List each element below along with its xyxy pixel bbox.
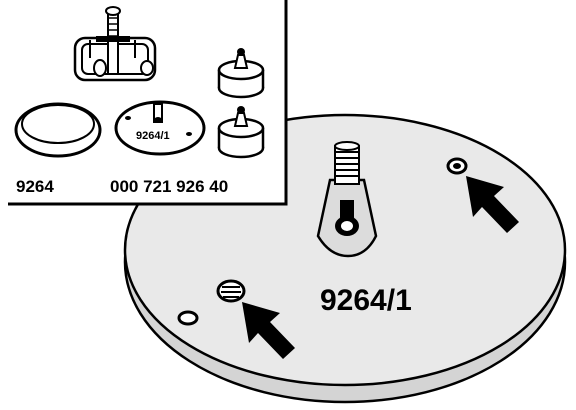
keyhole-inner — [341, 221, 353, 231]
inset-border — [8, 0, 288, 206]
screw-hole-icon — [216, 279, 246, 303]
inset-label-right: 000 721 926 40 — [110, 177, 228, 196]
main-plate-label: 9264/1 — [320, 284, 412, 317]
arrow-icon — [242, 302, 295, 359]
keyhole-slot — [340, 200, 354, 226]
arrow-icon — [466, 176, 519, 233]
center-post — [316, 141, 378, 258]
adapter-icon — [217, 48, 265, 99]
inset-panel: 9264/1 9264 000 721 926 40 — [8, 0, 288, 206]
small-plate-label: 9264/1 — [136, 130, 170, 142]
screw-hole-icon — [177, 310, 199, 326]
assembly-icon — [73, 6, 157, 82]
small-plate: 9264/1 — [114, 100, 206, 156]
ring-icon — [14, 102, 102, 158]
inset-label-left: 9264 — [16, 177, 54, 196]
screw-hole-icon — [446, 157, 468, 175]
threaded-stud-icon — [334, 141, 360, 185]
adapter-icon — [217, 106, 265, 159]
